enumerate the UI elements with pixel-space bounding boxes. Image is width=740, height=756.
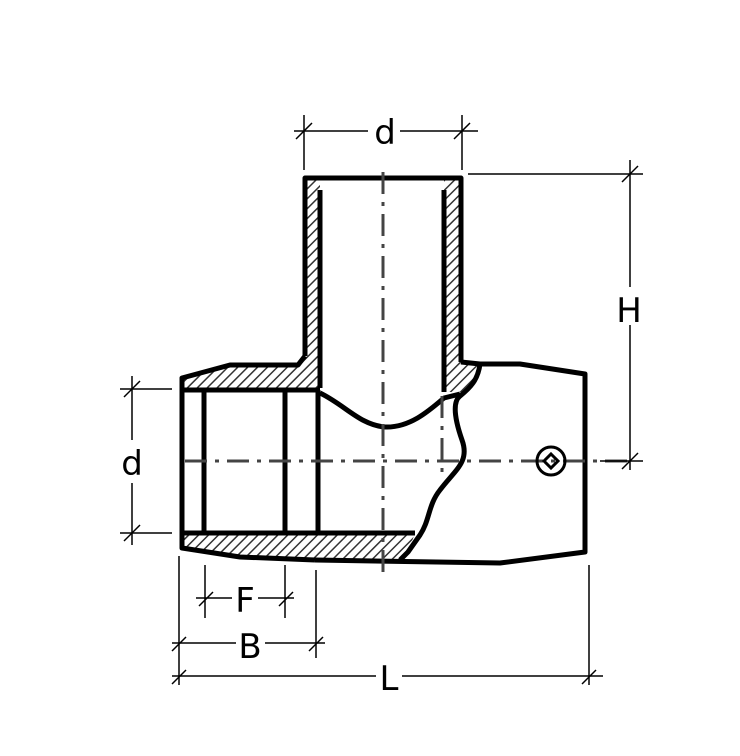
dim-label-left-d: d (121, 444, 143, 484)
fitting-outline (179, 175, 588, 566)
dim-label-l: L (380, 659, 399, 699)
dim-label-h: H (616, 291, 642, 331)
set-screw-icon (535, 445, 567, 477)
dim-label-f: F (235, 581, 255, 621)
dim-label-b: B (238, 627, 261, 667)
dim-label-top-d: d (374, 113, 396, 153)
dimension-lines (120, 115, 643, 685)
centerlines (185, 172, 630, 580)
hatched-walls (182, 178, 480, 560)
